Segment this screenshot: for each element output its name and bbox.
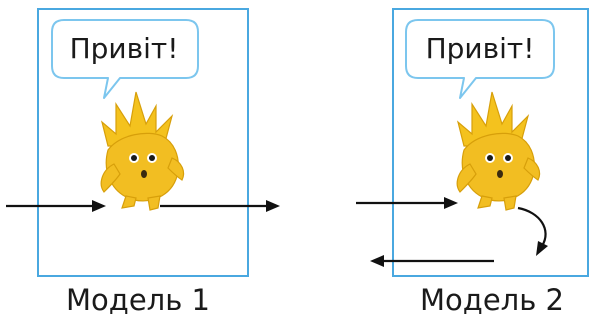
model-1-bubble-text: Привіт! <box>70 32 179 65</box>
model-1: Привіт! Модель 1 <box>6 8 280 317</box>
model-2: Привіт! Модель 2 <box>356 8 589 317</box>
model-2-arrow-in <box>356 197 458 209</box>
model-2-arrow-back <box>370 255 494 267</box>
model-1-arrow-in <box>6 200 106 212</box>
model-2-curved-arrow <box>517 206 548 256</box>
model-1-caption: Модель 1 <box>66 283 210 317</box>
model-2-speech-bubble: Привіт! <box>405 19 555 99</box>
model-2-caption: Модель 2 <box>420 283 564 317</box>
model-1-arrow-out <box>160 200 280 212</box>
model-1-speech-bubble: Привіт! <box>51 19 199 99</box>
model-2-bubble-text: Привіт! <box>426 32 535 65</box>
